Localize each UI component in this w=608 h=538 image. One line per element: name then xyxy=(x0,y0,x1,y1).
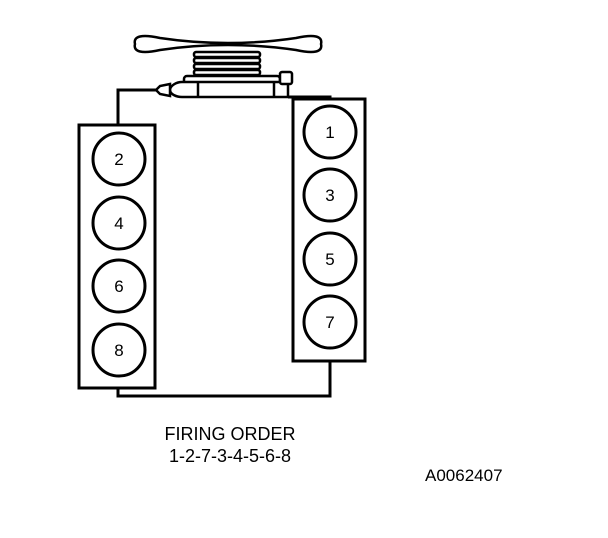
connector-tab xyxy=(278,70,294,86)
wire-top-left xyxy=(116,88,165,128)
distributor-assembly xyxy=(133,34,323,99)
cylinder-right-4: 7 xyxy=(302,294,358,350)
shaft-body xyxy=(168,80,290,99)
cylinder-number: 2 xyxy=(114,150,123,169)
cylinder-number: 5 xyxy=(325,250,334,269)
pulley-mid-1 xyxy=(192,56,262,65)
firing-order-sequence: 1-2-7-3-4-5-6-8 xyxy=(168,446,292,466)
cylinder-number: 7 xyxy=(325,313,334,332)
cylinder-number: 4 xyxy=(114,214,123,233)
part-code: A0062407 xyxy=(425,466,503,485)
firing-order-title: FIRING ORDER xyxy=(164,424,296,444)
cylinder-number: 3 xyxy=(325,186,334,205)
fan-blade-icon xyxy=(133,34,323,54)
pulley-mid-2 xyxy=(192,62,262,71)
cylinder-right-1: 1 xyxy=(302,104,358,160)
cylinder-number: 6 xyxy=(114,277,123,296)
cylinder-number: 1 xyxy=(325,123,334,142)
cylinder-left-4: 8 xyxy=(91,322,147,378)
pulley-bottom xyxy=(192,68,262,77)
cylinder-left-3: 6 xyxy=(91,258,147,314)
wire-bottom-loop xyxy=(116,360,332,398)
cylinder-right-3: 5 xyxy=(302,231,358,287)
cylinder-left-1: 2 xyxy=(91,131,147,187)
pulley-top xyxy=(192,50,262,59)
cylinder-left-2: 4 xyxy=(91,195,147,251)
cylinder-right-2: 3 xyxy=(302,167,358,223)
connector-nose xyxy=(154,82,172,98)
cylinder-number: 8 xyxy=(114,341,123,360)
